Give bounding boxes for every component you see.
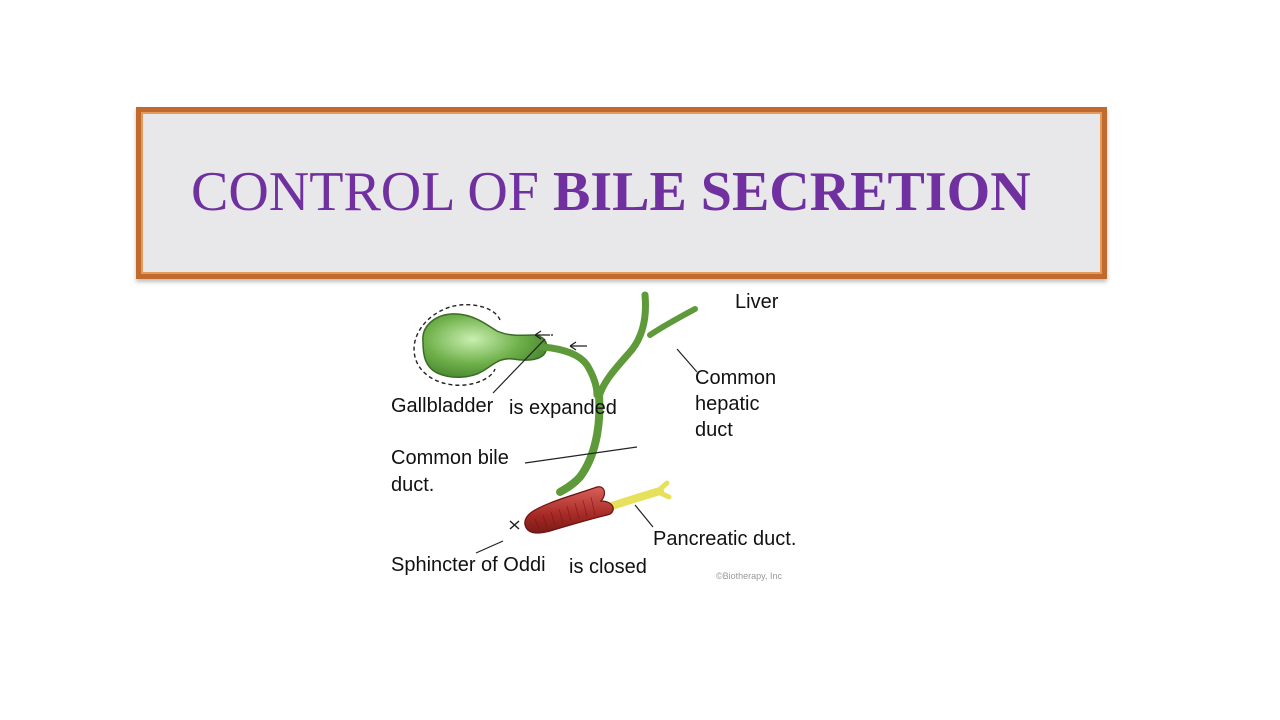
pancreatic-branch-2 xyxy=(655,489,672,500)
label-liver: Liver xyxy=(735,291,779,313)
leader-gallbladder xyxy=(492,338,546,394)
label-pancreatic: Pancreatic duct. xyxy=(653,528,797,550)
label-common-hepatic-3: duct xyxy=(695,419,733,441)
bile-duct-diagram: Liver Common hepatic duct Gallbladder is… xyxy=(375,287,825,587)
common-bile-duct xyxy=(556,391,604,496)
title-regular: CONTROL OF xyxy=(191,161,553,223)
common-hepatic-duct xyxy=(595,291,649,401)
leader-hepatic xyxy=(676,348,698,373)
title-bold: BILE SECRETION xyxy=(552,161,1031,223)
flow-arrow-1 xyxy=(534,330,550,340)
label-common-hepatic-2: hepatic xyxy=(695,393,760,415)
gallbladder-shape xyxy=(422,313,548,378)
label-common-bile-2: duct. xyxy=(391,474,435,496)
label-common-bile-1: Common bile xyxy=(391,447,509,469)
hepatic-branch xyxy=(647,306,698,338)
page-title: CONTROL OF BILE SECRETION xyxy=(191,164,1091,220)
closed-x-mark xyxy=(509,520,520,530)
title-banner: CONTROL OF BILE SECRETION xyxy=(136,107,1107,279)
cystic-duct xyxy=(539,343,601,399)
copyright-text: ©Biotherapy, Inc xyxy=(716,571,782,581)
label-common-hepatic-1: Common xyxy=(695,367,777,389)
label-is-expanded: is expanded xyxy=(509,397,617,419)
leader-sphincter xyxy=(475,540,504,554)
pancreatic-branch-1 xyxy=(655,480,670,494)
expansion-outline xyxy=(413,303,501,386)
leader-common-bile xyxy=(524,446,638,464)
flow-arrow-3 xyxy=(569,341,587,351)
leader-pancreatic xyxy=(634,504,654,528)
hepatic-branch-2 xyxy=(645,293,691,301)
anatomy-illustration xyxy=(413,291,698,554)
label-sphincter: Sphincter of Oddi xyxy=(391,554,546,576)
label-is-closed: is closed xyxy=(569,556,647,578)
label-gallbladder: Gallbladder xyxy=(391,395,494,417)
